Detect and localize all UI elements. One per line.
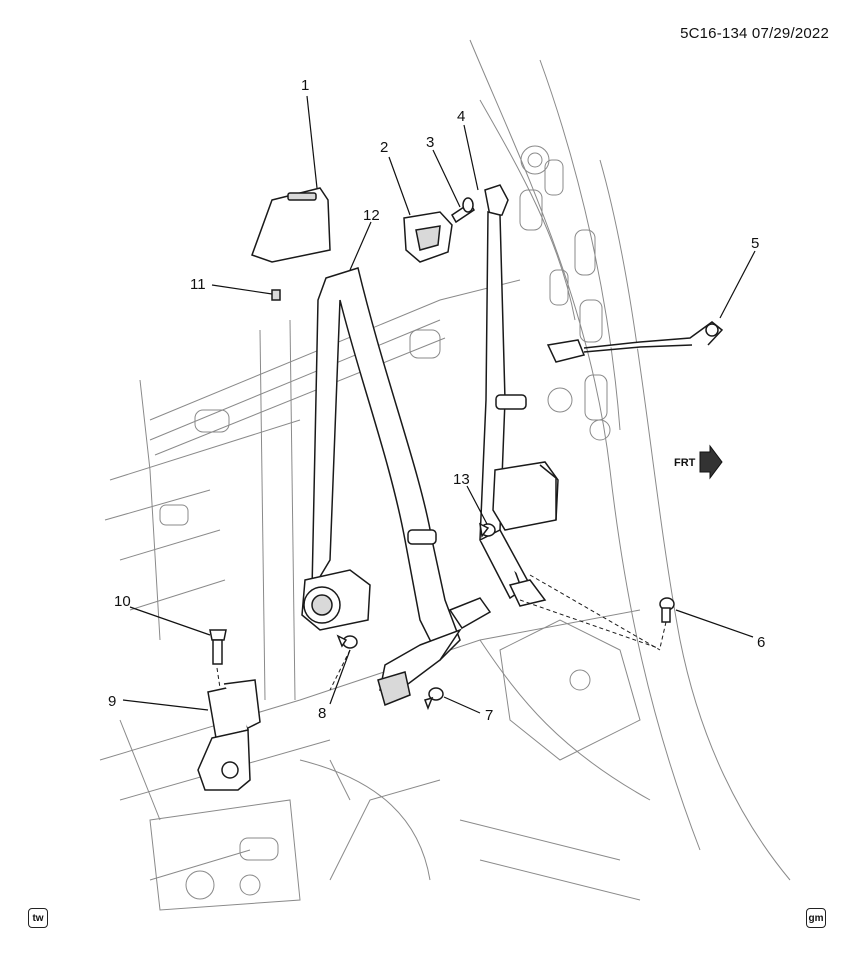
lap-shoulder-webbing: [311, 267, 461, 662]
callout-7: 7: [485, 707, 493, 724]
fastener-10: [209, 629, 227, 665]
fastener-8: [336, 634, 358, 649]
alignment-lines: [216, 574, 667, 691]
buckle-cable-part: [546, 321, 724, 363]
bolt-part-3: [451, 197, 475, 224]
front-arrow-icon: [699, 444, 723, 480]
clip-11: [271, 289, 281, 301]
callout-labels: 1 2 3 4 5 6 7 8 9 10 11 12 13: [108, 77, 765, 724]
gm-logo-icon: gm: [806, 908, 826, 928]
guide-cover-part: [403, 211, 453, 263]
front-direction-marker: FRT: [674, 444, 723, 480]
fastener-13: [479, 522, 496, 538]
callout-8: 8: [318, 705, 326, 722]
tw-badge-icon: tw: [28, 908, 48, 928]
body-structure: [99, 39, 791, 911]
latch-plate: [377, 597, 492, 707]
fastener-7: [424, 687, 444, 711]
callout-5: 5: [751, 235, 759, 252]
callout-3: 3: [426, 134, 434, 151]
seat-buckle-assembly: [197, 679, 261, 791]
callout-11: 11: [190, 276, 206, 293]
callout-13: 13: [453, 471, 470, 488]
trim-cover-part: [251, 187, 331, 263]
callout-1: 1: [301, 77, 309, 94]
diagram-reference: 5C16-134 07/29/2022: [680, 25, 829, 42]
callout-12: 12: [363, 207, 380, 224]
callout-10: 10: [114, 593, 131, 610]
callout-6: 6: [757, 634, 765, 651]
left-retractor: [301, 569, 371, 631]
fastener-6: [659, 597, 675, 623]
front-label: FRT: [674, 457, 696, 469]
callout-4: 4: [457, 108, 465, 125]
callout-2: 2: [380, 139, 388, 156]
shoulder-belt-webbing: [479, 184, 547, 607]
right-retractor: [492, 461, 559, 531]
callout-9: 9: [108, 693, 116, 710]
leader-lines: [122, 95, 756, 714]
